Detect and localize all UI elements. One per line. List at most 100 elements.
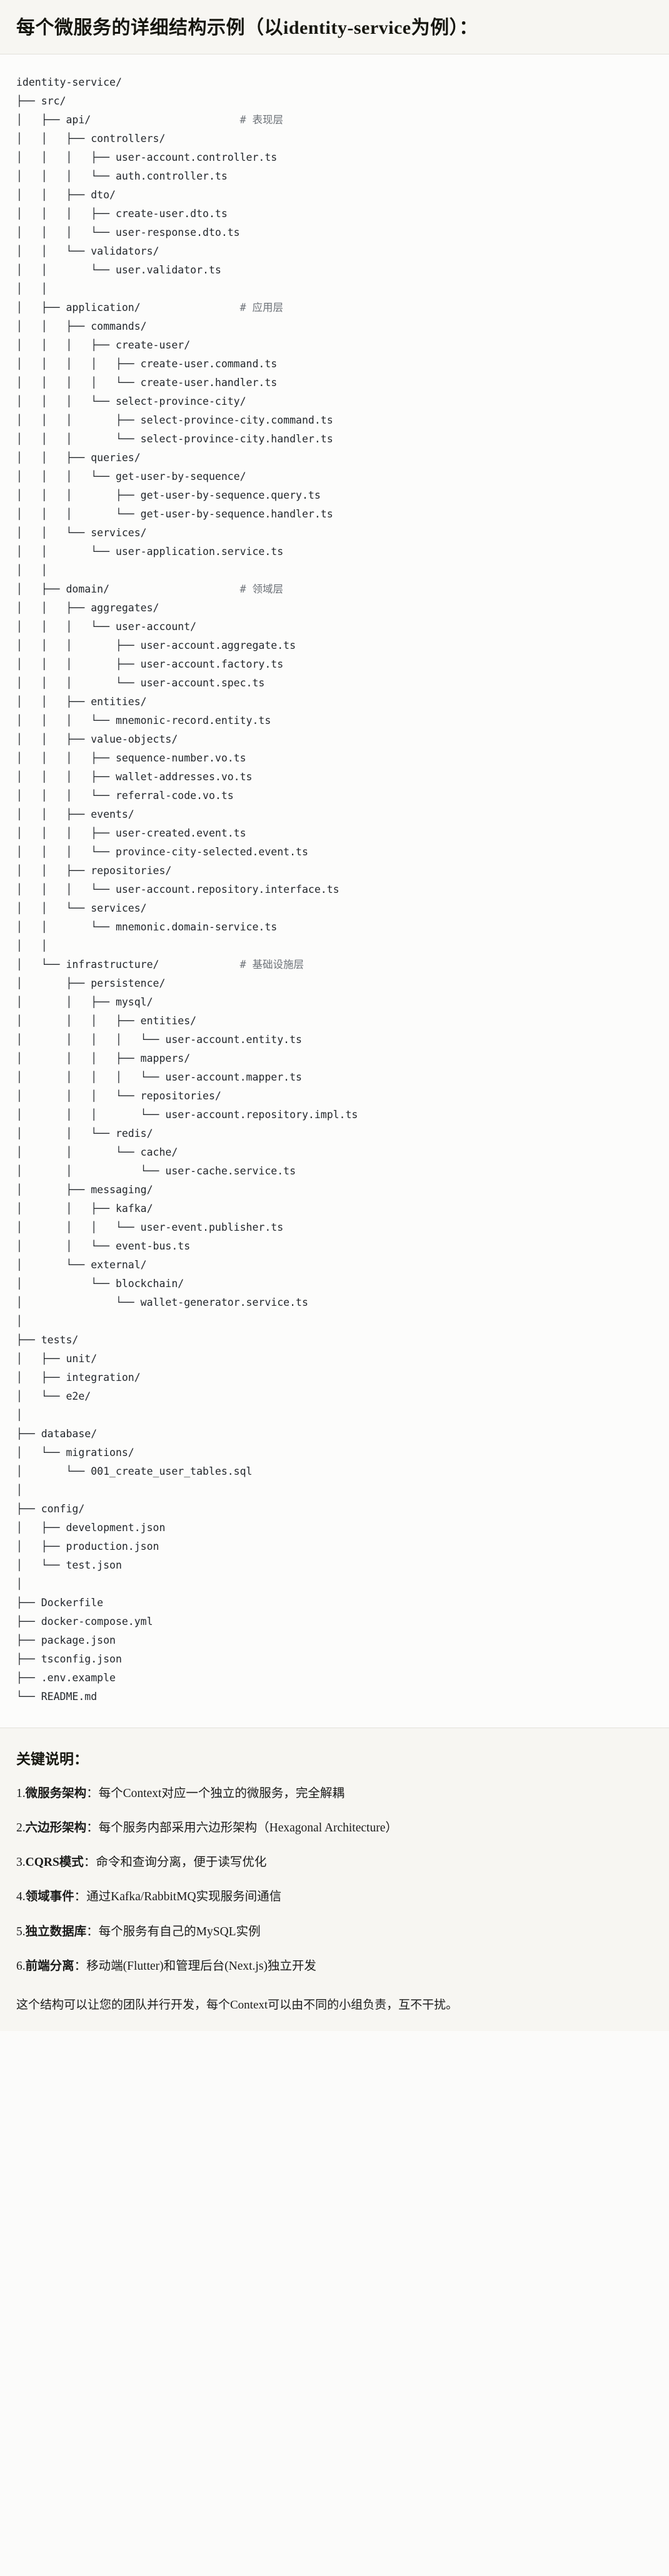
- tree-line: │ │ ├── kafka/: [16, 1203, 153, 1214]
- tree-line: │ │ └── validators/: [16, 245, 159, 257]
- tree-line: │ │ ├── queries/: [16, 452, 141, 464]
- tree-line-path: ├── tests/: [16, 1333, 79, 1346]
- key-note-description: ：每个服务有自己的MySQL实例: [86, 1925, 261, 1938]
- tree-line-path: │ │: [16, 939, 48, 952]
- tree-line-path: │ │ │ └── auth.controller.ts: [16, 170, 228, 182]
- key-note-number: 5.: [16, 1925, 26, 1938]
- tree-line: │ │ ├── mysql/: [16, 996, 153, 1008]
- title-band: 每个微服务的详细结构示例（以identity-service为例）：: [0, 0, 669, 54]
- tree-line: │ │ │ │ └── user-account.entity.ts: [16, 1034, 302, 1046]
- tree-line-path: │ │ └── mnemonic.domain-service.ts: [16, 920, 278, 933]
- tree-line: │ │ │ └── auth.controller.ts: [16, 170, 228, 182]
- key-note-item: 4.领域事件：通过Kafka/RabbitMQ实现服务间通信: [16, 1888, 653, 1906]
- tree-line: ├── docker-compose.yml: [16, 1616, 153, 1627]
- tree-line: │: [16, 1409, 23, 1421]
- tree-line-path: │ └── 001_create_user_tables.sql: [16, 1465, 253, 1477]
- tree-line: │ │ └── cache/: [16, 1146, 178, 1158]
- tree-line-path: │ ├── persistence/: [16, 977, 166, 989]
- tree-line-path: │ │ └── services/: [16, 526, 147, 539]
- tree-line: │ │ │ └── referral-code.vo.ts: [16, 790, 234, 802]
- tree-line-path: │ │ ├── kafka/: [16, 1202, 153, 1214]
- tree-line: ├── tsconfig.json: [16, 1653, 122, 1665]
- tree-line-path: │ ├── api/: [16, 113, 91, 126]
- tree-line-path: │ │ │ ├── get-user-by-sequence.query.ts: [16, 489, 321, 501]
- tree-line: │ │: [16, 940, 48, 952]
- tree-line-path: │ ├── development.json: [16, 1521, 166, 1534]
- key-note-term: 微服务架构: [25, 1786, 87, 1800]
- key-note-description: ：命令和查询分离，便于读写优化: [83, 1856, 267, 1869]
- tree-line-path: │ │ │ └── repositories/: [16, 1089, 221, 1102]
- tree-line-path: │ │ │ │ └── user-account.entity.ts: [16, 1033, 302, 1046]
- tree-line-comment: # 领域层: [239, 583, 284, 595]
- tree-line-path: │ │ │ ├── create-user/: [16, 339, 191, 351]
- key-note-term: CQRS模式: [25, 1856, 84, 1869]
- tree-line: │ │ ├── dto/: [16, 189, 116, 201]
- tree-line: │ │ └── services/: [16, 527, 147, 539]
- tree-line: │ │: [16, 564, 48, 576]
- tree-line: │ ├── integration/: [16, 1372, 141, 1383]
- tree-line: │ │ └── user-application.service.ts: [16, 546, 283, 557]
- tree-line-path: │ │ │ └── get-user-by-sequence/: [16, 470, 246, 482]
- tree-line-path: ├── database/: [16, 1427, 98, 1440]
- tree-line-path: │: [16, 1484, 23, 1496]
- tree-line: │ └── e2e/: [16, 1390, 91, 1402]
- tree-line: │ ├── development.json: [16, 1522, 165, 1534]
- tree-line-comment: # 表现层: [239, 113, 284, 126]
- tree-line: │ ├── unit/: [16, 1353, 97, 1365]
- tree-line: │ │ │ └── get-user-by-sequence/: [16, 471, 246, 482]
- tree-line-path: │ ├── messaging/: [16, 1183, 153, 1196]
- tree-line-gap: [159, 959, 239, 970]
- tree-line: │ │ ├── value-objects/: [16, 733, 178, 745]
- tree-line-path: │ │ │ ├── mappers/: [16, 1052, 191, 1064]
- tree-line: │ │ ├── controllers/: [16, 133, 165, 145]
- tree-line: │ │ │ └── user-account.repository.interf…: [16, 883, 340, 895]
- tree-line: │ │ │ ├── create-user/: [16, 339, 190, 351]
- tree-line: │ │ ├── commands/: [16, 320, 147, 332]
- tree-line-path: │ │ ├── aggregates/: [16, 601, 159, 614]
- directory-tree-block: identity-service/ ├── src/ │ ├── api/ # …: [0, 54, 669, 1728]
- tree-line-path: │ └── infrastructure/: [16, 958, 159, 970]
- tree-line: │ ├── messaging/: [16, 1184, 153, 1196]
- tree-line: │ │ │ └── user-account.spec.ts: [16, 677, 264, 689]
- tree-line-path: │ │ │ └── referral-code.vo.ts: [16, 789, 234, 802]
- tree-line: │ │ │ └── user-event.publisher.ts: [16, 1221, 283, 1233]
- tree-line-path: │ │ ├── queries/: [16, 451, 141, 464]
- tree-line-path: │ │ ├── repositories/: [16, 864, 172, 877]
- tree-line: │ └── migrations/: [16, 1447, 134, 1459]
- key-note-description: ：通过Kafka/RabbitMQ实现服务间通信: [74, 1890, 282, 1904]
- key-notes-heading: 关键说明：: [16, 1751, 88, 1767]
- tree-line: │ │ │ │ └── create-user.handler.ts: [16, 377, 277, 389]
- key-note-term: 前端分离: [25, 1959, 74, 1973]
- tree-line: │: [16, 1578, 23, 1590]
- tree-line: │ ├── application/ # 应用层: [16, 302, 283, 313]
- tree-line-path: ├── .env.example: [16, 1671, 116, 1684]
- tree-line-path: │ │ │ ├── user-created.event.ts: [16, 827, 246, 839]
- tree-line-path: │ │ │ └── select-province-city.handler.t…: [16, 432, 333, 445]
- tree-line: │ │ │ ├── user-account.controller.ts: [16, 151, 277, 163]
- tree-line-path: │: [16, 1315, 23, 1327]
- tree-line-path: │ │ │ └── get-user-by-sequence.handler.t…: [16, 507, 333, 520]
- tree-line-path: │ │ │ ├── user-account.factory.ts: [16, 658, 284, 670]
- tree-line-path: │ │ │ └── user-account.spec.ts: [16, 676, 265, 689]
- tree-line: └── README.md: [16, 1691, 97, 1703]
- tree-line-path: │ │ │ └── user-event.publisher.ts: [16, 1221, 284, 1233]
- tree-line-path: │ │ └── user.validator.ts: [16, 263, 221, 276]
- tree-line-path: │ ├── integration/: [16, 1371, 141, 1383]
- tree-line-path: │ │ │ └── user-account.repository.impl.t…: [16, 1108, 358, 1121]
- tree-line: │ │ └── event-bus.ts: [16, 1240, 190, 1252]
- key-note-number: 3.: [16, 1856, 26, 1869]
- key-note-item: 3.CQRS模式：命令和查询分离，便于读写优化: [16, 1853, 653, 1871]
- key-note-description: ：每个Context对应一个独立的微服务，完全解耦: [86, 1786, 345, 1800]
- tree-line: │ │ │ ├── user-account.factory.ts: [16, 658, 283, 670]
- tree-line: │ │ │ ├── get-user-by-sequence.query.ts: [16, 489, 321, 501]
- tree-line-comment: # 应用层: [239, 301, 284, 313]
- tree-line: │ ├── persistence/: [16, 977, 165, 989]
- key-note-term: 领域事件: [25, 1890, 74, 1904]
- tree-line-path: │ │ │ └── user-account.repository.interf…: [16, 883, 340, 895]
- tree-line: │ ├── api/ # 表现层: [16, 114, 283, 126]
- tree-line: │ │ │ │ └── user-account.mapper.ts: [16, 1071, 302, 1083]
- page-title: 每个微服务的详细结构示例（以identity-service为例）：: [16, 18, 478, 38]
- tree-line-path: └── README.md: [16, 1690, 98, 1703]
- tree-line: │ ├── production.json: [16, 1540, 159, 1552]
